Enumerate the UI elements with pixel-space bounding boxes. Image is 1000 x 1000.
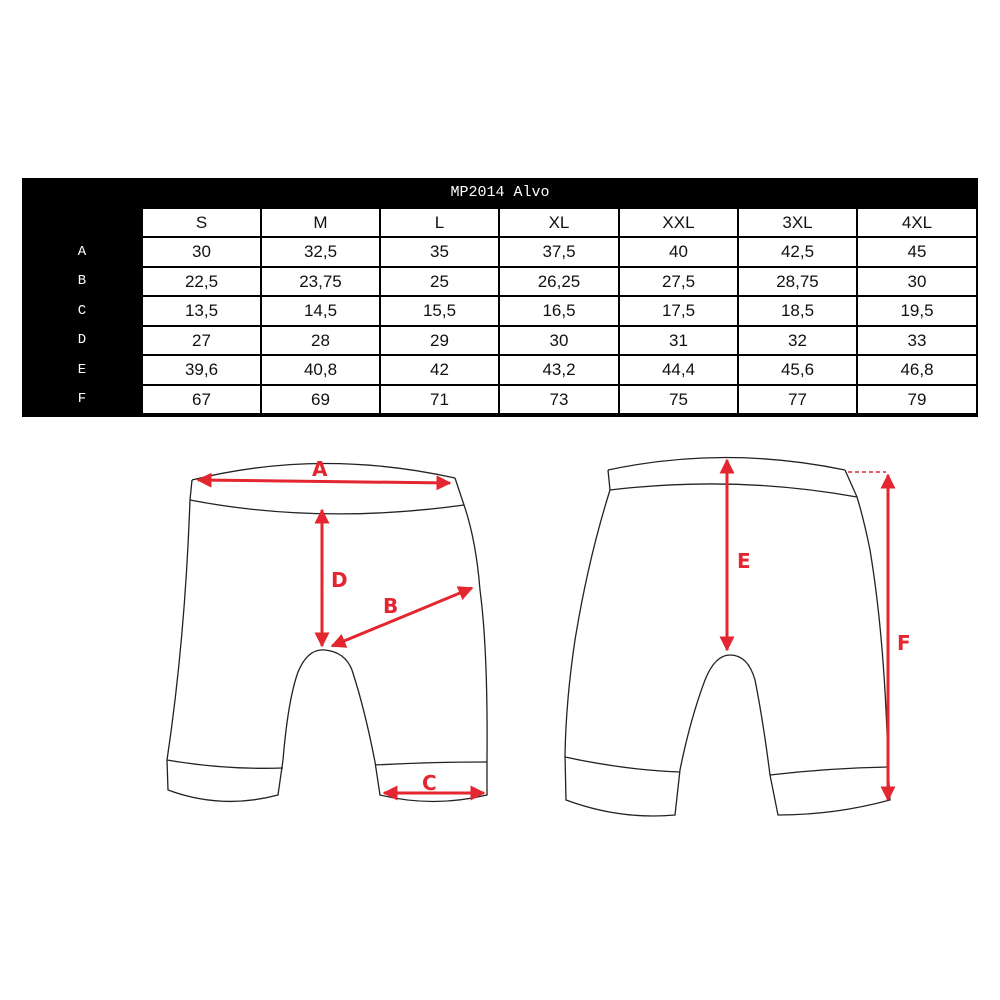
table-cell: 28,75 bbox=[739, 268, 856, 295]
table-cell: 19,5 bbox=[858, 297, 976, 325]
table-cell: 27,5 bbox=[620, 268, 737, 295]
table-cell: 40,8 bbox=[262, 356, 379, 384]
table-cell: 71 bbox=[381, 386, 498, 413]
row-label-d: D bbox=[77, 332, 87, 348]
table-cell: 45,6 bbox=[739, 356, 856, 384]
table-cell: 37,5 bbox=[500, 238, 618, 266]
table-cell: 28 bbox=[262, 327, 379, 354]
table-cell: 73 bbox=[500, 386, 618, 413]
size-header-xxl: XXL bbox=[620, 209, 737, 236]
table-cell: 26,25 bbox=[500, 268, 618, 295]
table-cell: 43,2 bbox=[500, 356, 618, 384]
label-c: C bbox=[422, 771, 437, 795]
table-cell: 39,6 bbox=[143, 356, 260, 384]
table-cell: 16,5 bbox=[500, 297, 618, 325]
table-cell: 79 bbox=[858, 386, 976, 413]
table-cell: 25 bbox=[381, 268, 498, 295]
table-cell: 42 bbox=[381, 356, 498, 384]
label-f: F bbox=[897, 631, 911, 655]
table-cell: 32,5 bbox=[262, 238, 379, 266]
table-cell: 30 bbox=[500, 327, 618, 354]
table-cell: 14,5 bbox=[262, 297, 379, 325]
table-cell: 33 bbox=[858, 327, 976, 354]
table-cell: 30 bbox=[858, 268, 976, 295]
table-cell: 45 bbox=[858, 238, 976, 266]
measurement-arrows bbox=[196, 458, 896, 802]
shorts-diagram: A D B C E F bbox=[166, 456, 911, 817]
table-cell: 77 bbox=[739, 386, 856, 413]
table-title: MP2014 Alvo bbox=[450, 184, 550, 201]
table-cell: 27 bbox=[143, 327, 260, 354]
label-e: E bbox=[737, 549, 751, 573]
table-cell: 30 bbox=[143, 238, 260, 266]
table-cell: 22,5 bbox=[143, 268, 260, 295]
row-label-a: A bbox=[77, 244, 87, 260]
label-b: B bbox=[383, 594, 398, 618]
table-cell: 23,75 bbox=[262, 268, 379, 295]
table-cell: 31 bbox=[620, 327, 737, 354]
table-cell: 18,5 bbox=[739, 297, 856, 325]
size-header-4xl: 4XL bbox=[858, 209, 976, 236]
table-cell: 46,8 bbox=[858, 356, 976, 384]
table-cell: 42,5 bbox=[739, 238, 856, 266]
table-cell: 17,5 bbox=[620, 297, 737, 325]
table-cell: 32 bbox=[739, 327, 856, 354]
label-d: D bbox=[331, 568, 348, 592]
table-cell: 67 bbox=[143, 386, 260, 413]
row-label-e: E bbox=[77, 362, 87, 378]
size-header-xl: XL bbox=[500, 209, 618, 236]
size-header-l: L bbox=[381, 209, 498, 236]
table-cell: 35 bbox=[381, 238, 498, 266]
table-cell: 69 bbox=[262, 386, 379, 413]
label-a: A bbox=[312, 457, 328, 481]
arrow-a bbox=[196, 472, 452, 491]
size-header-s: S bbox=[143, 209, 260, 236]
row-label-b: B bbox=[77, 273, 87, 289]
table-cell: 44,4 bbox=[620, 356, 737, 384]
row-label-c: C bbox=[77, 303, 87, 319]
front-view-shorts bbox=[166, 462, 488, 803]
back-view-shorts bbox=[564, 456, 891, 817]
table-cell: 29 bbox=[381, 327, 498, 354]
size-header-3xl: 3XL bbox=[739, 209, 856, 236]
table-cell: 75 bbox=[620, 386, 737, 413]
table-cell: 13,5 bbox=[143, 297, 260, 325]
arrow-b bbox=[330, 586, 474, 648]
table-cell: 40 bbox=[620, 238, 737, 266]
size-header-m: M bbox=[262, 209, 379, 236]
table-cell: 15,5 bbox=[381, 297, 498, 325]
row-label-f: F bbox=[77, 391, 87, 407]
